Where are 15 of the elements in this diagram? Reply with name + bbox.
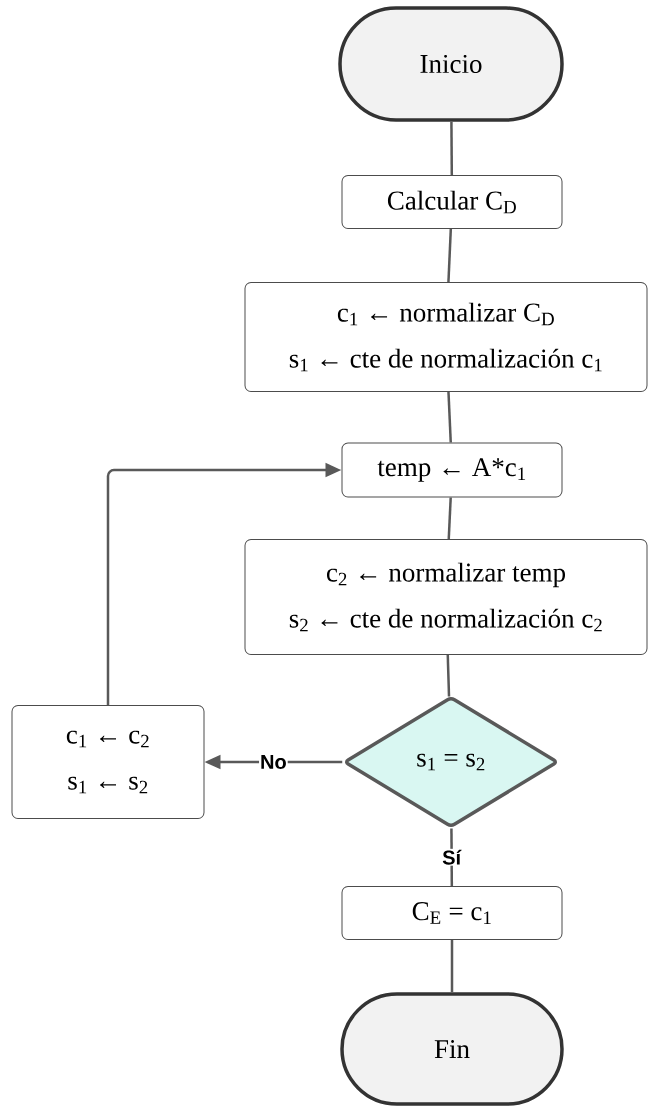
connector	[450, 940, 454, 993]
connector	[450, 121, 454, 176]
edge-label: Sí	[441, 848, 463, 866]
connector	[447, 497, 452, 540]
process-box: c$_{2}$ ← normalizar temp s$_{2}$ ← cte de normalización c$_{2}$	[244, 539, 648, 655]
edge-label: No	[259, 754, 288, 770]
connector	[447, 391, 452, 443]
process-box: temp ← A*c$_{1}$	[341, 442, 563, 498]
connector	[446, 654, 451, 697]
process-box: c$_{1}$ ← c$_{2}$ s$_{1}$ ← s$_{2}$	[11, 705, 205, 819]
process-box: C$_{E}$ = c$_{1}$	[341, 886, 563, 940]
connector	[447, 228, 453, 283]
process-box: Calcular C$_{D}$	[341, 175, 563, 229]
process-box: c$_{1}$ ← normalizar C$_{D}$ s$_{1}$ ← cte de normalización c$_{1}$	[244, 282, 648, 392]
connector	[450, 828, 454, 886]
